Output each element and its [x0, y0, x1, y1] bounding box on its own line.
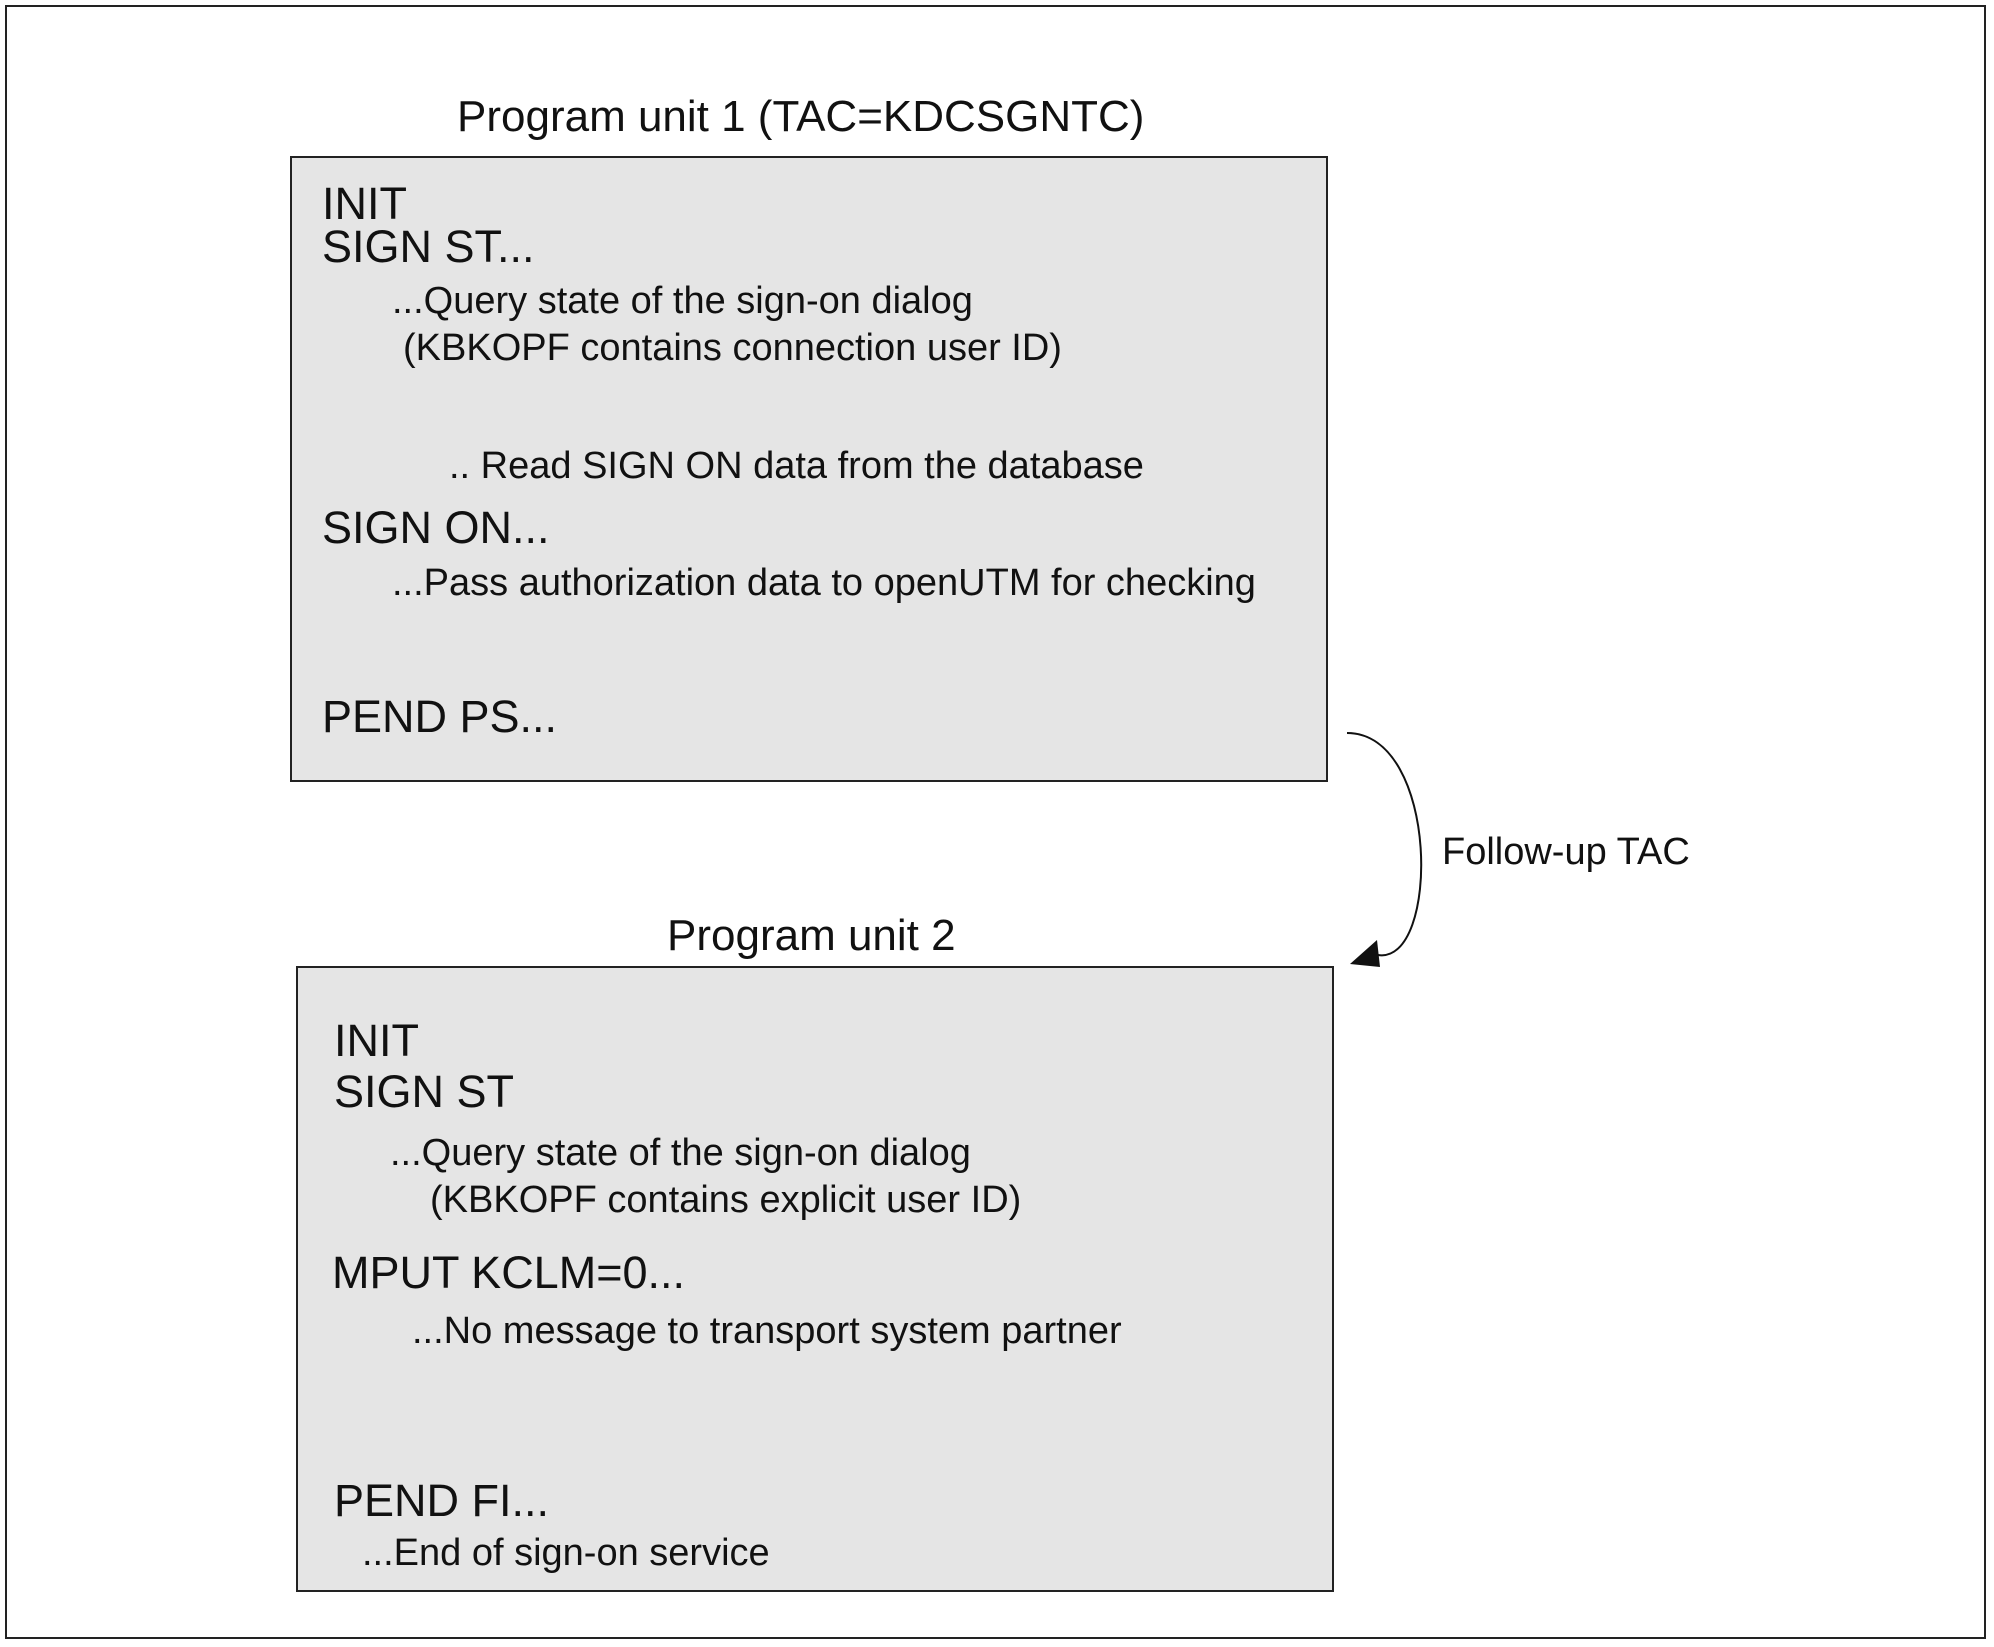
unit2-pend-fi-statement: PEND FI...: [334, 1475, 550, 1526]
unit2-no-message-note: ...No message to transport system partne…: [412, 1310, 1122, 1352]
unit1-pass-authorization-note: ...Pass authorization data to openUTM fo…: [392, 562, 1256, 604]
unit1-query-state-note: ...Query state of the sign-on dialog: [392, 280, 973, 322]
unit1-sign-st-statement: SIGN ST...: [322, 221, 535, 272]
unit2-sign-st-statement: SIGN ST: [334, 1066, 515, 1117]
unit1-read-sign-on-note: .. Read SIGN ON data from the database: [449, 445, 1144, 487]
unit2-init-statement: INIT: [334, 1015, 419, 1066]
follow-up-tac-curve: [1346, 732, 1423, 957]
program-unit-2-title: Program unit 2: [667, 911, 956, 960]
unit1-sign-on-statement: SIGN ON...: [322, 502, 550, 553]
program-unit-2-box: [296, 966, 1334, 1592]
unit2-kbkopf-note: (KBKOPF contains explicit user ID): [430, 1179, 1022, 1221]
unit2-mput-statement: MPUT KCLM=0...: [332, 1247, 686, 1298]
program-unit-1-box: [290, 156, 1328, 782]
unit2-query-state-note: ...Query state of the sign-on dialog: [390, 1132, 971, 1174]
follow-up-tac-label: Follow-up TAC: [1442, 831, 1690, 873]
follow-up-tac-arrowhead: [1350, 940, 1380, 967]
unit2-end-of-service-note: ...End of sign-on service: [362, 1532, 770, 1574]
unit1-kbkopf-note: (KBKOPF contains connection user ID): [403, 327, 1062, 369]
unit1-pend-ps-statement: PEND PS...: [322, 691, 558, 742]
diagram-frame: [5, 5, 1986, 1639]
program-unit-1-title: Program unit 1 (TAC=KDCSGNTC): [457, 92, 1145, 141]
unit1-init-statement: INIT: [322, 178, 407, 229]
